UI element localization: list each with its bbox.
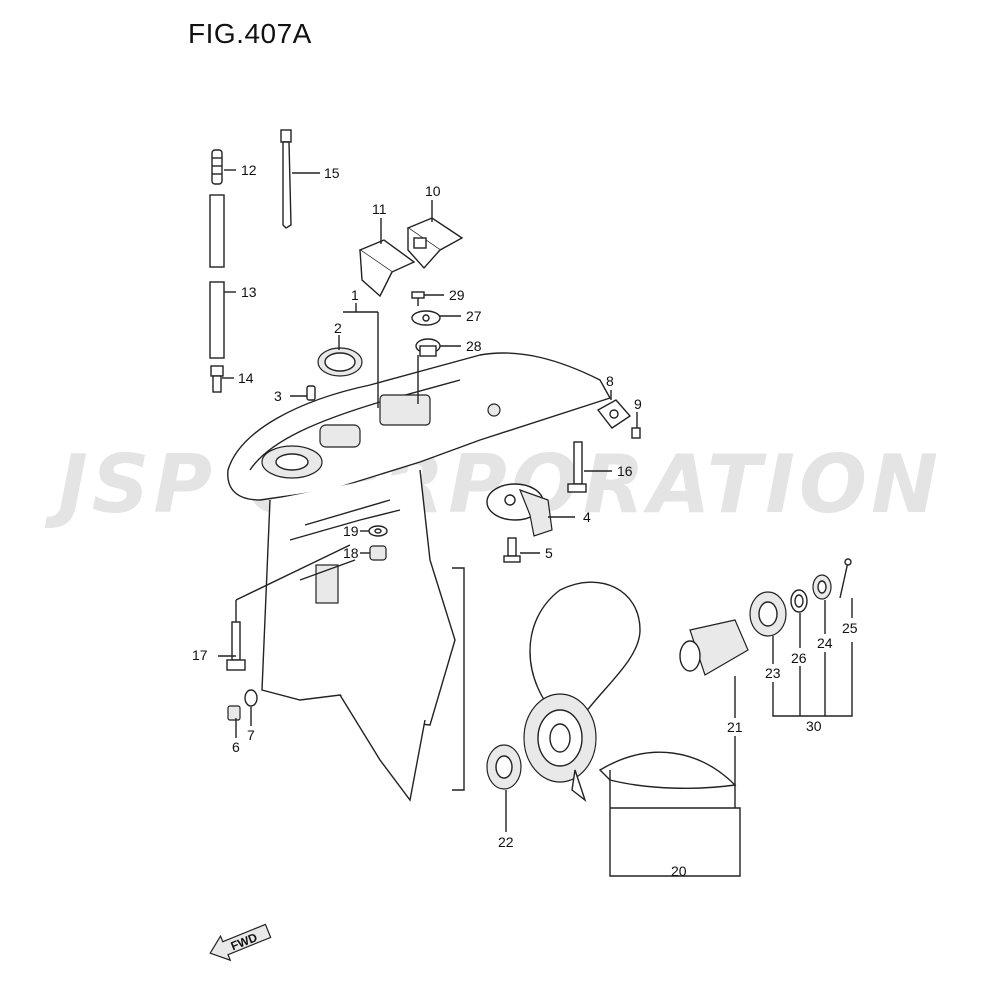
callout-19: 19 xyxy=(343,523,359,539)
callout-9: 9 xyxy=(634,396,642,412)
part-10-drawing xyxy=(406,217,464,270)
callout-15: 15 xyxy=(324,165,340,181)
part-18-drawing xyxy=(369,545,387,561)
callout-17: 17 xyxy=(192,647,208,663)
part-17-drawing xyxy=(226,621,246,671)
fwd-arrow-icon: FWD xyxy=(209,923,272,962)
part-26-drawing xyxy=(790,589,808,613)
part-6-drawing xyxy=(227,705,241,721)
part-16-drawing xyxy=(567,441,587,493)
part-23-drawing xyxy=(749,591,787,637)
figure-title: FIG.407A xyxy=(188,18,312,49)
callout-16: 16 xyxy=(617,463,633,479)
callout-30: 30 xyxy=(806,718,822,734)
callout-8: 8 xyxy=(606,373,614,389)
leader-lines xyxy=(218,169,853,877)
part-5-drawing xyxy=(503,537,521,563)
part-8-drawing xyxy=(596,399,632,429)
part-15-drawing xyxy=(280,129,292,229)
part-29-drawing xyxy=(411,291,425,306)
part-2-drawing xyxy=(317,347,363,377)
callout-21: 21 xyxy=(727,719,743,735)
part-25-drawing xyxy=(839,558,852,599)
propeller-drawing xyxy=(523,581,737,802)
callout-22: 22 xyxy=(498,834,514,850)
gear-case-housing xyxy=(227,352,612,802)
part-27-drawing xyxy=(411,310,441,326)
part-11-drawing xyxy=(358,239,416,298)
callout-3: 3 xyxy=(274,388,282,404)
callout-28: 28 xyxy=(466,338,482,354)
callout-13: 13 xyxy=(241,284,257,300)
callout-7: 7 xyxy=(247,727,255,743)
callout-18: 18 xyxy=(343,545,359,561)
callout-25: 25 xyxy=(842,620,858,636)
part-12-drawing xyxy=(211,149,223,185)
callout-14: 14 xyxy=(238,370,254,386)
callout-12: 12 xyxy=(241,162,257,178)
callout-23: 23 xyxy=(765,665,781,681)
callout-29: 29 xyxy=(449,287,465,303)
part-3-drawing xyxy=(306,385,316,401)
part-4-drawing xyxy=(486,483,553,537)
part-21-drawing xyxy=(679,619,749,676)
part-19-drawing xyxy=(368,525,388,537)
fwd-label: FWD xyxy=(229,930,260,953)
callout-4: 4 xyxy=(583,509,591,525)
callout-labels: 12 15 10 11 13 29 1 27 2 28 14 3 8 9 16 … xyxy=(192,162,858,879)
callout-11: 11 xyxy=(372,201,387,217)
part-22-drawing xyxy=(486,744,522,790)
part-24-drawing xyxy=(812,574,832,600)
callout-6: 6 xyxy=(232,739,240,755)
callout-27: 27 xyxy=(466,308,482,324)
part-7-drawing xyxy=(244,689,258,707)
part-14-drawing xyxy=(210,365,224,393)
callout-10: 10 xyxy=(425,183,441,199)
part-9-drawing xyxy=(631,427,641,439)
callout-24: 24 xyxy=(817,635,833,651)
callout-26: 26 xyxy=(791,650,807,666)
part-28-drawing xyxy=(415,338,441,357)
callout-20: 20 xyxy=(671,863,687,879)
callout-1: 1 xyxy=(351,287,359,303)
callout-2: 2 xyxy=(334,320,342,336)
callout-5: 5 xyxy=(545,545,553,561)
part-13-drawing xyxy=(209,194,225,359)
